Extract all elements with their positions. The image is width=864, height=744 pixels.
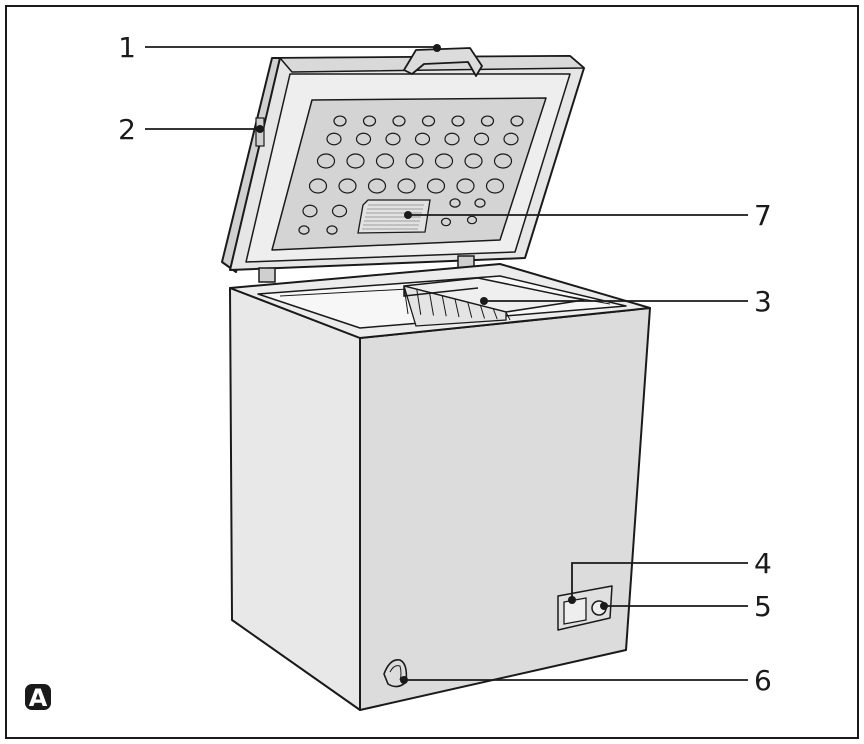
embossed-circle [316, 153, 336, 169]
embossed-circle [473, 132, 490, 146]
label-plate-lines [362, 204, 424, 230]
callout-label-1: 1 [118, 31, 136, 64]
embossed-circle [392, 115, 406, 127]
callout-label-5: 5 [754, 590, 772, 623]
callout-label-7: 7 [754, 199, 772, 232]
embossed-circle [355, 132, 372, 146]
embossed-circle [326, 225, 338, 235]
callout-2: 2 [118, 113, 264, 146]
embossed-circle [346, 153, 365, 169]
embossed-circle [405, 153, 424, 169]
callout-7: 7 [404, 199, 772, 232]
embossed-circle [485, 178, 505, 194]
embossed-circle [464, 153, 483, 169]
embossed-circle [510, 115, 524, 127]
storage-basket [403, 277, 585, 327]
figure-letter-bg [25, 684, 51, 710]
embossed-circle [474, 198, 486, 208]
embossed-circle [298, 225, 310, 235]
leader-dot-6 [400, 676, 408, 684]
callout-1: 1 [118, 31, 441, 64]
leader-dot-1 [433, 44, 441, 52]
freezer-lid [221, 47, 585, 273]
leader-dot-2 [256, 125, 264, 133]
basket-wire [454, 298, 460, 318]
callout-3: 3 [480, 285, 772, 318]
embossed-circle [375, 153, 395, 169]
embossed-circle [414, 132, 431, 146]
leader-dot-5 [600, 602, 608, 610]
basket-rail [403, 286, 479, 297]
leader-dot-7 [404, 211, 412, 219]
drain-plug-inner [389, 665, 402, 681]
embossed-circle [397, 178, 416, 194]
embossed-circle [333, 115, 347, 127]
embossed-circle [421, 115, 436, 127]
embossed-circle [480, 115, 495, 127]
embossed-circle [302, 204, 318, 218]
embossed-circle [385, 132, 401, 146]
basket-wire [467, 302, 473, 318]
leader-4 [571, 562, 748, 600]
callout-4: 4 [568, 547, 772, 604]
embossed-circle [331, 204, 348, 218]
embossed-circle [434, 153, 454, 169]
indicator-light [563, 597, 587, 625]
embossed-circle [444, 132, 460, 146]
embossed-circle [456, 178, 475, 194]
embossed-circle [451, 115, 465, 127]
callout-label-6: 6 [754, 664, 772, 697]
embossed-circle [308, 178, 328, 194]
cabinet-front [229, 287, 361, 711]
figure-frame [5, 5, 859, 739]
basket-wire [505, 311, 511, 321]
embossed-circle [367, 178, 387, 194]
basket-wires [403, 285, 511, 321]
embossed-circle [503, 132, 519, 146]
basket-front [403, 285, 507, 327]
embossed-circle [326, 132, 342, 146]
figure-letter-badge: A [25, 684, 51, 712]
lid-embossed-circles [298, 115, 524, 235]
embossed-circle [466, 215, 478, 225]
embossed-circle [426, 178, 446, 194]
hinge-left [258, 267, 276, 283]
embossed-circle [493, 153, 513, 169]
basket-wire [441, 295, 447, 317]
embossed-circle [338, 178, 357, 194]
basket-wire [416, 289, 422, 315]
figure-letter: A [29, 684, 48, 712]
freezer-cabinet [229, 263, 651, 711]
basket-wire [429, 292, 434, 316]
callout-6: 6 [400, 664, 772, 697]
leader-dot-3 [480, 297, 488, 305]
embossed-circle [362, 115, 377, 127]
basket-wire [480, 305, 485, 319]
callout-5: 5 [600, 590, 772, 623]
embossed-circle [440, 217, 452, 227]
basket-wire [492, 308, 498, 320]
leader-dot-4 [568, 596, 576, 604]
callout-label-2: 2 [118, 113, 136, 146]
embossed-circle [449, 198, 461, 208]
cabinet-right-side [359, 307, 651, 711]
callout-label-4: 4 [754, 547, 772, 580]
callout-label-3: 3 [754, 285, 772, 318]
